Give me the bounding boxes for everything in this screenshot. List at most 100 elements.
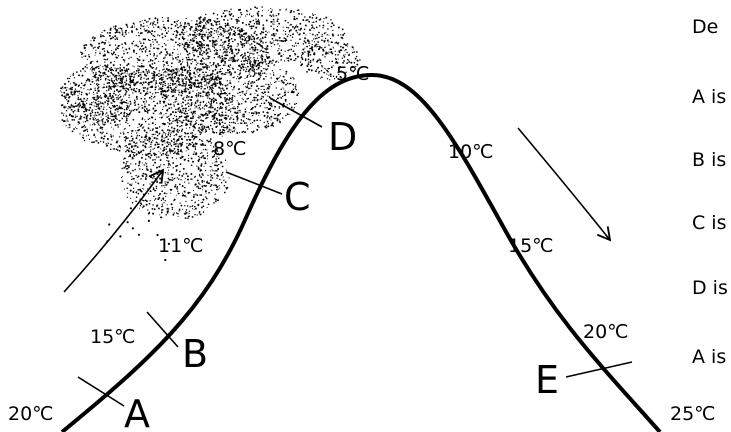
cloud-dot [143,77,145,79]
cloud-dot [246,76,249,78]
cloud-dot [261,95,263,97]
tick-e [565,361,633,378]
cloud-dot [250,34,253,36]
cloud-dot [212,146,215,148]
cloud-dot [143,105,146,108]
cloud-dot [174,31,176,33]
cloud-dot [268,85,271,88]
cloud-dot [102,72,104,74]
cloud-dot [108,87,110,89]
cloud-dot [67,80,70,83]
cloud-dot [194,76,197,78]
cloud-dot [155,109,157,112]
cloud-dot [257,36,259,39]
cloud-dot [155,130,158,133]
cloud-dot [131,137,134,140]
cloud-dot [101,128,103,130]
cloud-dot [270,60,272,63]
cloud-dot [190,111,193,114]
cloud-dot [122,75,125,78]
cloud-dot [328,44,330,46]
cloud-dot [76,128,78,130]
cloud-dot [204,75,206,77]
cloud-dot [245,86,247,88]
cloud-dot [161,108,164,111]
cloud-dot [164,183,167,185]
cloud-dot [309,29,311,31]
cloud-dot [193,33,196,36]
cloud-dot [200,164,203,167]
cloud-dot [240,38,242,40]
cloud-dot [78,74,80,77]
cloud-dot [152,73,154,74]
cloud-dot [181,174,184,177]
cloud-dot [216,14,219,16]
cloud-dot [170,140,173,142]
cloud-dot [203,44,205,46]
cloud-dot [228,10,231,13]
cloud-dot [173,48,175,51]
cloud-dot [294,42,297,44]
cloud-dot [183,96,185,98]
cloud-dot [184,22,187,24]
cloud-dot [91,109,94,111]
cloud-dot [281,81,283,83]
cloud-dot [262,111,265,113]
cloud-dot [156,173,158,175]
cloud-dot [213,49,216,52]
cloud-dot [93,98,96,101]
cloud-dot [198,29,200,32]
cloud-dot [64,86,67,89]
cloud-dot [85,102,88,105]
cloud-dot [125,80,128,82]
cloud-dot [99,52,101,55]
cloud-dot [223,31,226,33]
cloud-dot [127,182,129,184]
cloud-dot [139,56,141,58]
cloud-dot [226,51,228,53]
cloud-dot [165,181,167,183]
cloud-dot [89,106,92,109]
cloud-dot [244,59,247,62]
cloud-dot [174,41,177,44]
cloud-dot [102,137,105,140]
cloud-dot [225,57,227,60]
cloud-dot [248,73,250,75]
cloud-dot [152,212,155,215]
rain-drop [119,235,122,238]
cloud-dot [106,132,108,134]
cloud-dot [271,123,274,125]
cloud-dot [200,168,202,170]
cloud-dot [209,69,211,71]
cloud-dot [180,62,182,65]
cloud-dot [319,60,321,62]
cloud-dot [196,79,199,82]
cloud-dot [152,100,155,103]
cloud-dot [128,105,131,107]
cloud-dot [168,129,171,132]
cloud-dot [237,44,239,46]
cloud-dot [177,145,180,147]
mountain-profile [60,72,662,432]
cloud-dot [205,53,207,56]
cloud-dot [168,122,171,125]
cloud-dot [177,43,179,46]
cloud-dot [236,131,238,134]
cloud-dot [139,40,141,43]
cloud-dot [150,149,152,151]
cloud-dot [92,72,95,74]
cloud-dot [132,22,135,25]
cloud-dot [294,86,297,88]
cloud-dot [103,47,105,50]
cloud-dot [212,101,215,104]
cloud-dot [86,98,89,100]
cloud-dot [299,38,301,41]
cloud-dot [110,97,113,100]
point-label-c: C [284,175,311,219]
cloud-dot [191,205,194,207]
cloud-dot [132,169,134,172]
cloud-dot [224,159,227,161]
cloud-dot [330,25,333,28]
cloud-dot [142,175,144,178]
cloud-dot [215,147,217,149]
